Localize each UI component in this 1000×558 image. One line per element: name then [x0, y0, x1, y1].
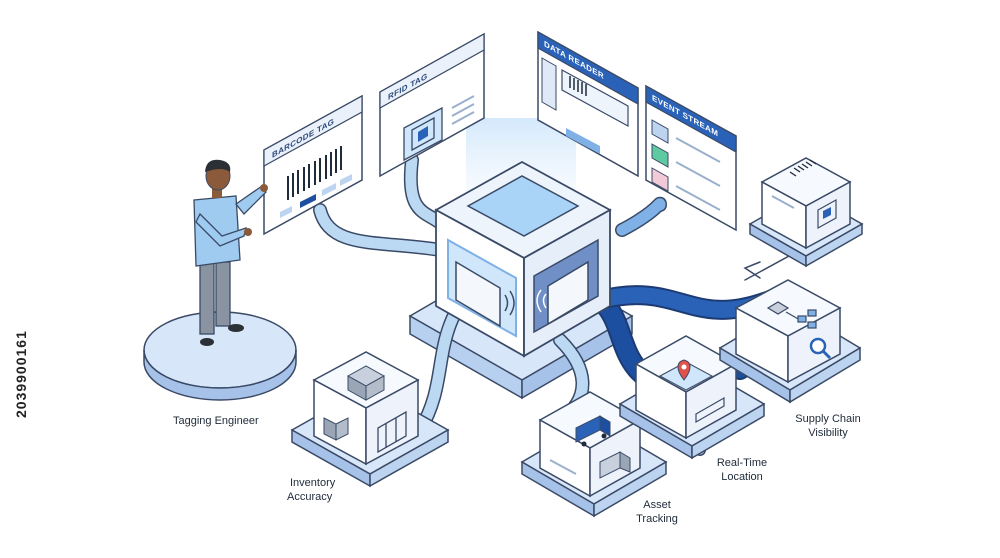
box-icon: [346, 365, 386, 401]
inventory-accuracy-node: [290, 351, 450, 488]
wireless-icon: [504, 290, 515, 316]
barcode-icon: [789, 159, 817, 177]
label-inventory-accuracy-line2: Accuracy: [287, 491, 333, 503]
network-icon: [766, 301, 817, 329]
supply-chain-visibility-node: [718, 279, 862, 404]
label-asset-tracking-line2: Tracking: [636, 513, 678, 525]
label-real-time-location-line1: Real-Time: [717, 457, 767, 469]
truck-icon: [599, 451, 631, 479]
box-icon: [323, 417, 349, 441]
label-inventory-accuracy-line1: Inventory: [290, 477, 336, 489]
label-asset-tracking-line1: Asset: [643, 499, 671, 511]
stock-id: 2039900161: [13, 330, 29, 418]
label-real-time-location-line2: Location: [721, 471, 763, 483]
label-supply-chain-visibility-line1: Supply Chain: [795, 413, 860, 425]
wireless-icon: [536, 289, 547, 313]
engineer-platform: [143, 311, 297, 401]
real-time-location-node: [618, 335, 766, 460]
asset-tracking-node: [520, 391, 668, 518]
map-pin-icon: [677, 359, 691, 381]
tagging-engineer-figure: [193, 159, 268, 346]
barcode-icon: [287, 146, 342, 200]
rfid-chip-icon: [403, 106, 443, 162]
rfid-tag-panel: RFID TAG: [379, 32, 485, 178]
shelf-icon: [377, 410, 407, 454]
rfid-chip-icon: [817, 198, 837, 230]
tagged-item-node: [748, 157, 864, 268]
truck-icon: [575, 415, 611, 447]
label-supply-chain-visibility-line2: Visibility: [808, 427, 848, 439]
central-hub-cube: [434, 160, 612, 358]
magnifier-icon: [809, 337, 832, 360]
barcode-icon: [569, 76, 587, 96]
label-tagging-engineer: Tagging Engineer: [173, 415, 259, 427]
barcode-tag-panel: BARCODE TAG: [263, 94, 363, 236]
